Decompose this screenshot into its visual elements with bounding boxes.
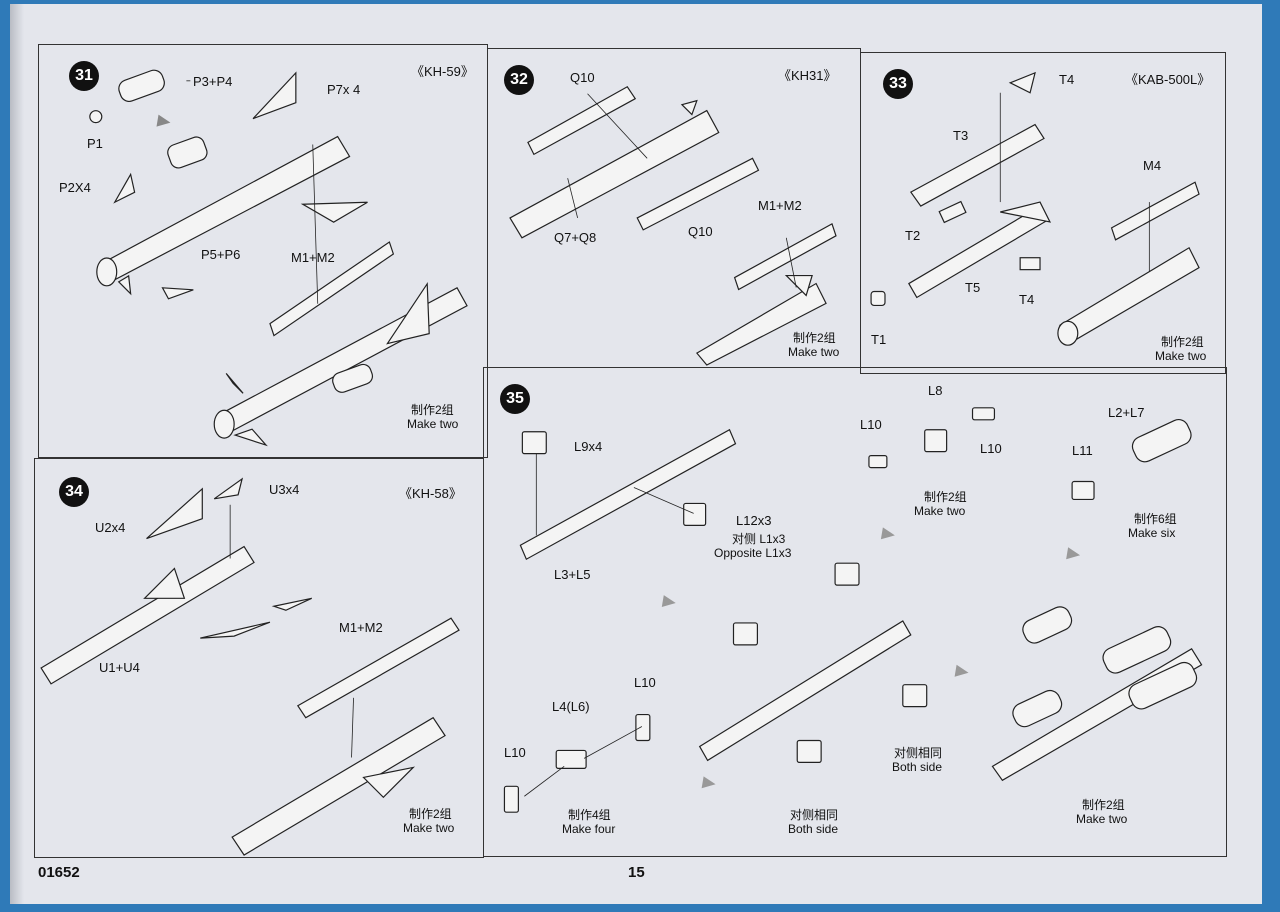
product-code: 01652 bbox=[38, 864, 80, 881]
arrow-icon bbox=[1066, 547, 1081, 560]
page-spine bbox=[10, 4, 24, 904]
kh58-drawing bbox=[40, 477, 460, 856]
part-label: T1 bbox=[871, 332, 887, 347]
part-label: U3x4 bbox=[269, 482, 300, 497]
kh59-drawing bbox=[89, 69, 468, 447]
part-label: P7x 4 bbox=[327, 82, 361, 97]
part-label: U1+U4 bbox=[99, 660, 140, 675]
part-label: T3 bbox=[953, 128, 969, 143]
note-cn: 制作2组 bbox=[1161, 335, 1204, 349]
pylon bbox=[269, 241, 395, 337]
note-en: Make two bbox=[914, 504, 966, 518]
wing bbox=[161, 287, 194, 300]
small-fin bbox=[113, 172, 136, 204]
step-32-panel: 32 《KH31》 Q10 Q10 Q7+Q8 M1+M2 制作2组 Make … bbox=[487, 48, 861, 368]
pylon-rail bbox=[519, 428, 737, 561]
part-label: P5+P6 bbox=[201, 247, 241, 262]
note-cn: 制作4组 bbox=[568, 808, 611, 822]
step-title: 《KH-59》 bbox=[411, 64, 474, 79]
part-label: Q7+Q8 bbox=[554, 230, 597, 245]
step-number-badge: 33 bbox=[883, 69, 913, 99]
part-label: M1+M2 bbox=[758, 198, 802, 213]
kh31-drawing bbox=[509, 85, 837, 366]
part-label: L12x3 bbox=[736, 513, 772, 528]
arrow-icon bbox=[880, 527, 895, 540]
part-label: L10 bbox=[634, 675, 656, 690]
part-label: L10 bbox=[860, 417, 882, 432]
step-number-badge: 32 bbox=[504, 65, 534, 95]
step-34-panel: 34 《KH-58》 U3x4 U2x4 U1+U4 M1+M2 制作2组 Ma… bbox=[34, 458, 484, 858]
missile-body bbox=[40, 545, 255, 685]
note-cn: 对侧相同 bbox=[790, 808, 839, 822]
page-number: 15 bbox=[628, 864, 645, 881]
part-label: P2X4 bbox=[59, 180, 91, 195]
note-cn: 制作2组 bbox=[411, 403, 454, 417]
arrow-icon bbox=[661, 595, 676, 608]
step-number-badge: 34 bbox=[59, 477, 89, 507]
step-number-badge: 31 bbox=[69, 61, 99, 91]
intake-part bbox=[118, 69, 165, 102]
part-label: M4 bbox=[1143, 158, 1162, 173]
missile-nose bbox=[96, 257, 118, 287]
note-en: Make two bbox=[407, 417, 459, 431]
step-31-panel: 31 《KH-59》 P3+P4 P1 P7x 4 P2X4 P5+P6 M1+… bbox=[38, 44, 488, 458]
part-label: T4 bbox=[1059, 72, 1075, 87]
part-label: Q10 bbox=[688, 224, 713, 239]
part-label: L3+L5 bbox=[554, 567, 591, 582]
arrow-icon bbox=[156, 114, 171, 127]
ring-part bbox=[89, 110, 103, 124]
opposite-note-cn: 对侧 L1x3 bbox=[732, 532, 786, 546]
note-en: Make four bbox=[562, 822, 616, 836]
step-33-panel: 33 《KAB-500L》 T4 T3 T2 T5 T4 T1 M4 制作2组 … bbox=[860, 52, 1226, 374]
note-cn: 制作2组 bbox=[793, 331, 836, 345]
note-cn: 制作6组 bbox=[1134, 512, 1177, 526]
part-label: P3+P4 bbox=[193, 74, 233, 89]
wing bbox=[300, 201, 368, 223]
part-label: M1+M2 bbox=[291, 250, 335, 265]
part-label: L11 bbox=[1072, 443, 1093, 458]
kab500l-drawing bbox=[870, 71, 1200, 346]
part-label: Q10 bbox=[570, 70, 595, 85]
note-en: Make six bbox=[1128, 526, 1176, 540]
part-label: L9x4 bbox=[574, 439, 603, 454]
part-label: T5 bbox=[965, 280, 981, 295]
note-cn: 制作2组 bbox=[409, 807, 452, 821]
fin-top bbox=[252, 71, 297, 120]
part-label: L10 bbox=[504, 745, 526, 760]
note-en: Make two bbox=[1155, 349, 1207, 363]
step-35-panel: 35 L9x4 L12x3 对侧 L1x3 Opposite L1x3 L3+L… bbox=[483, 367, 1227, 857]
arrow-icon bbox=[954, 664, 969, 677]
part-label: M1+M2 bbox=[339, 620, 383, 635]
step-title: 《KH-58》 bbox=[399, 486, 462, 501]
part-label: L10 bbox=[980, 441, 1002, 456]
part-label: P1 bbox=[87, 136, 103, 151]
bomb-body bbox=[909, 123, 1045, 207]
note-en: Make two bbox=[1076, 812, 1128, 826]
note-cn: 制作2组 bbox=[1082, 798, 1125, 812]
part-label: L8 bbox=[928, 383, 943, 398]
part-label: T4 bbox=[1019, 292, 1035, 307]
step-title: 《KAB-500L》 bbox=[1125, 72, 1211, 87]
note-en: Both side bbox=[892, 760, 943, 774]
missile-body bbox=[509, 109, 720, 239]
note-cn: 对侧相同 bbox=[894, 746, 943, 760]
fin bbox=[117, 274, 132, 296]
opposite-note-en: Opposite L1x3 bbox=[714, 546, 792, 560]
engine-part bbox=[167, 136, 208, 169]
step-number-badge: 35 bbox=[500, 384, 530, 414]
note-cn: 制作2组 bbox=[924, 490, 967, 504]
part-label: U2x4 bbox=[95, 520, 126, 535]
note-en: Make two bbox=[403, 821, 455, 835]
part-label: L2+L7 bbox=[1108, 405, 1145, 420]
arrow-icon bbox=[701, 776, 716, 789]
part-label: T2 bbox=[905, 228, 921, 243]
pylon-assembly-drawing bbox=[503, 407, 1203, 813]
note-en: Both side bbox=[788, 822, 839, 836]
part-label: L4(L6) bbox=[552, 699, 590, 714]
note-en: Make two bbox=[788, 345, 840, 359]
step-title: 《KH31》 bbox=[778, 68, 837, 83]
